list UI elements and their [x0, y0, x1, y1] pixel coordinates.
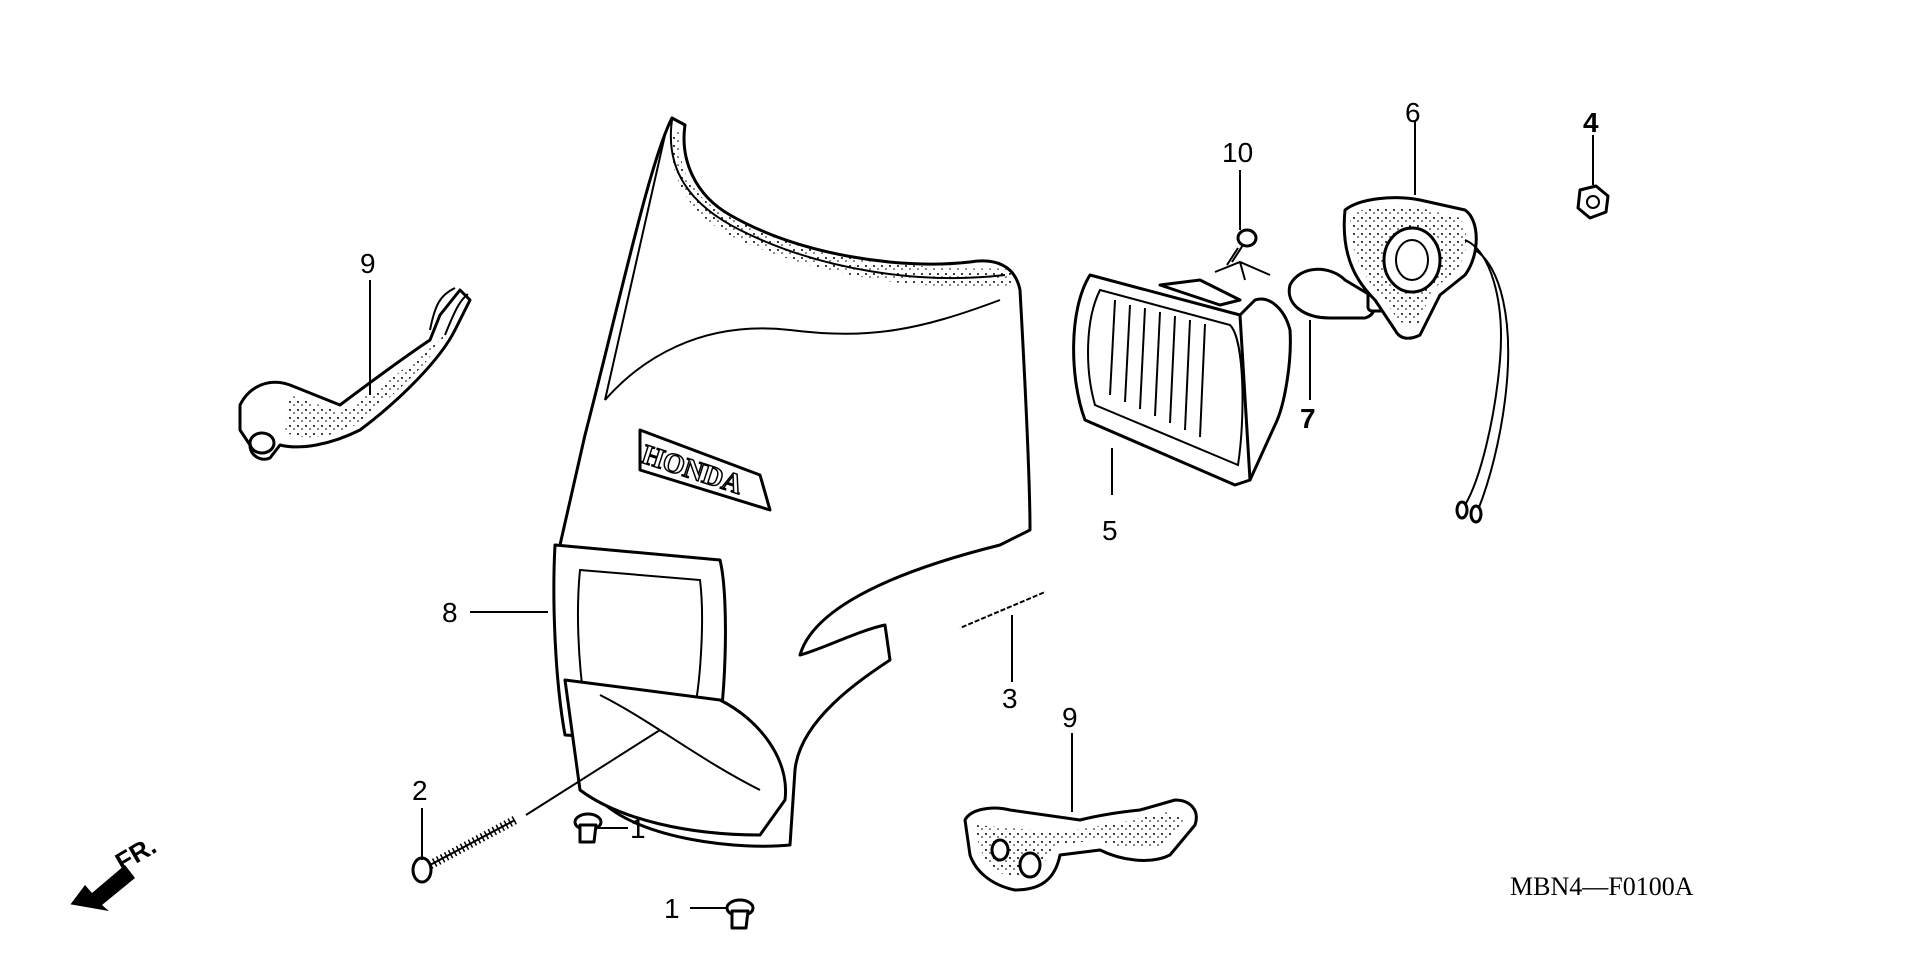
headlight-unit [1072, 273, 1292, 487]
callout-6: 6 [1405, 97, 1421, 128]
spring-part-3 [958, 587, 1047, 633]
screw-part-1-upper [573, 812, 603, 844]
headlight-lens-ribs [1109, 299, 1206, 438]
screw-part-1-lower [725, 898, 755, 930]
diagram-code: MBN4—F0100A [1510, 872, 1694, 901]
bolt-part-2 [411, 816, 518, 884]
bracket-lower-middle [963, 798, 1198, 892]
callout-2: 2 [412, 775, 428, 806]
headlight-cowl: HONDA [552, 116, 1032, 848]
callout-1-upper: 1 [630, 813, 646, 844]
bulb-socket [1342, 196, 1510, 524]
front-direction-label: FR. [110, 830, 161, 877]
callout-3: 3 [1002, 683, 1018, 714]
callout-labels: 9 8 5 10 6 7 4 3 9 2 1 1 [360, 97, 1599, 924]
callout-8: 8 [442, 597, 458, 628]
bracket-upper-left [238, 287, 472, 461]
callout-5: 5 [1102, 515, 1118, 546]
callout-9-lower: 9 [1062, 702, 1078, 733]
leader-lines [369, 120, 1594, 909]
nut-part-4 [1576, 184, 1610, 220]
screw-part-10 [1226, 228, 1258, 266]
callout-7: 7 [1300, 403, 1316, 434]
callout-10: 10 [1222, 137, 1253, 168]
front-direction-arrow: FR. [69, 830, 161, 913]
callout-1-lower: 1 [664, 893, 680, 924]
callout-9-upper: 9 [360, 248, 376, 279]
callout-4: 4 [1583, 107, 1599, 138]
